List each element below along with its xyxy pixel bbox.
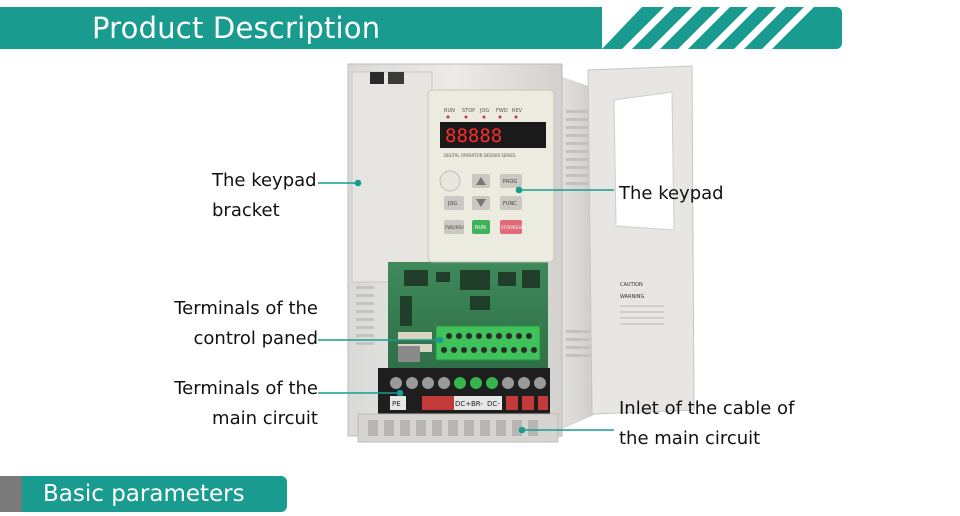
fwd-rev-key-label: FWD/REV [445,225,464,230]
callout-main-terminals: Terminals of the main circuit [172,374,318,434]
door-window [613,91,675,231]
main-terminal-tags [390,396,548,410]
callout-keypad-bracket: The keypad bracket [212,166,317,226]
bracket-slot [388,72,404,84]
display-group: 88888 [445,125,502,147]
pcb-components [400,270,540,326]
control-terminal-block [435,325,541,361]
callout-keypad-bracket-line2: bracket [212,200,280,221]
callout-cable-inlet-line2: the main circuit [619,428,761,449]
callout-main-terminals-line2: main circuit [212,408,318,429]
header-banner: Product Description [0,7,842,49]
up-arrow-icon [476,177,486,185]
right-vents [566,110,590,357]
terminal-label-group: PE DC+ BR- DC- [392,400,500,408]
keypad-series-text: DIGITAL OPERATOR DD3000 SERIES [444,153,516,158]
callout-lines [318,179,614,434]
basic-parameters-banner: Basic parameters [0,476,287,512]
callout-control-terminals-line2: control paned [193,328,318,349]
control-terminal-screws [441,333,537,353]
prog-key-label: PROG [503,179,517,185]
indicator-stop: STOP [462,108,475,114]
terminal-label-dcminus: DC- [487,400,500,408]
fwd-rev-key [444,220,464,234]
callout-main-terminals-line1: Terminals of the [174,378,318,399]
keypad-bracket-area [351,71,433,283]
keypad-key-labels: PROG JOG FUNC FWD/REV RUN STOP/RESET [444,174,526,234]
callout-cable-inlet: Inlet of the cable of the main circuit [619,394,794,454]
prog-key [500,174,522,188]
indicator-jog: JOG [479,108,489,114]
callout-keypad: The keypad [619,183,724,204]
caution-text: CAUTION [620,282,643,288]
decorative-stripes [602,7,842,49]
run-key [472,220,490,234]
indicator-run: RUN [444,108,455,114]
page-title: Product Description [92,11,381,45]
indicator-leds [446,115,518,119]
potentiometer-knob [439,170,461,192]
section-title: Basic parameters [43,481,245,507]
stop-key [500,220,522,234]
callout-cable-inlet-line1: Inlet of the cable of [619,398,795,419]
warning-text: WARNING [620,294,645,300]
indicator-rev: REV [512,108,523,114]
terminal-label-dcplus: DC+ [455,400,471,408]
caution-label: CAUTION WARNING [620,282,645,300]
main-terminal-screws [390,377,546,389]
banner-tab [0,476,22,512]
cable-inlet-slots [368,420,538,436]
terminal-label-pe: PE [392,400,401,408]
bracket-slot [370,72,384,84]
display-digits: 88888 [445,125,502,147]
left-vents [356,286,374,345]
indicator-fwd: FWD [496,108,508,114]
func-key [500,196,522,210]
keypad-display [440,122,546,148]
jog-key-label: JOG [447,201,457,207]
indicator-group: RUN STOP JOG FWD REV DIGITAL OPERATOR DD… [444,108,523,158]
door-label-lines [620,305,664,325]
terminal-label-br: BR- [471,400,483,408]
run-key-label: RUN [475,225,486,231]
callout-control-terminals: Terminals of the control paned [172,294,318,354]
func-key-label: FUNC [503,201,517,207]
callout-keypad-bracket-line1: The keypad [212,170,317,191]
down-arrow-icon [476,199,486,207]
rj45-port [398,346,420,362]
callout-control-terminals-line1: Terminals of the [174,298,318,319]
jog-key [444,196,464,210]
stop-key-label: STOP/RESET [501,225,526,230]
